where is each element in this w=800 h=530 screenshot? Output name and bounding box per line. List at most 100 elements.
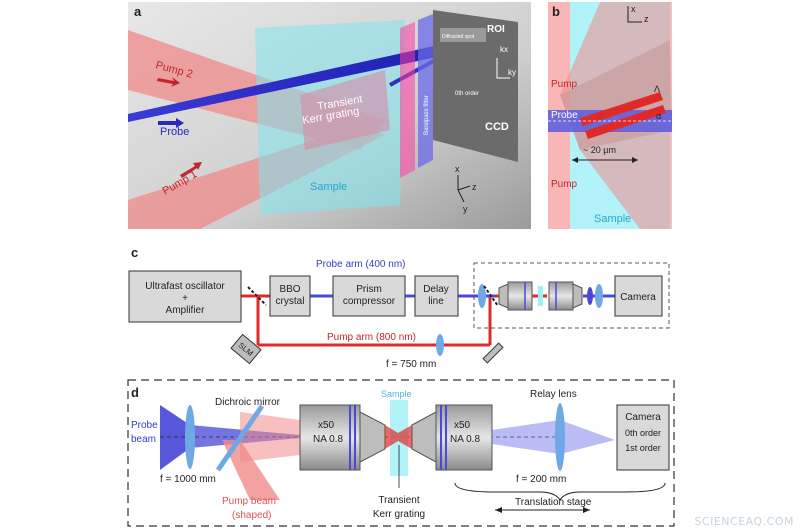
focus-cone-right — [398, 425, 412, 449]
obj2-label-2: NA 0.8 — [450, 434, 480, 445]
panel-a-letter: a — [134, 4, 142, 19]
oscillator-label-3: Amplifier — [166, 305, 206, 316]
sample-label-d: Sample — [381, 389, 412, 399]
focus-cone-left — [385, 425, 398, 449]
oscillator-label-1: Ultrafast oscillator — [145, 281, 225, 292]
fringe-2 — [585, 105, 666, 139]
objective-c-2-tip — [572, 283, 583, 309]
scale-label: ~ 20 µm — [583, 145, 616, 155]
ccd-label: CCD — [485, 121, 509, 133]
probe-beam-d — [160, 405, 190, 470]
bbo-box — [269, 275, 311, 317]
panel-d: d x50 NA 0.8 Sample x50 NA 0.8 Relay — [127, 379, 675, 527]
prism-label-2: compressor — [343, 296, 396, 307]
k-axes — [496, 58, 510, 79]
pump-shaped-d — [222, 440, 280, 500]
probe-beam-label-1: Probe — [131, 420, 158, 431]
camera-box-c — [614, 275, 663, 317]
prism-label-1: Prism — [356, 284, 382, 295]
pump-top-label: Pump — [551, 79, 578, 90]
panel-b-letter: b — [552, 4, 560, 19]
pump2-arrow — [157, 77, 180, 87]
stage-brace — [454, 482, 666, 501]
roi-label: ROI — [487, 24, 505, 35]
relay-lens-d — [555, 403, 565, 471]
lens-c-1 — [478, 284, 486, 308]
obj2-label-1: x50 — [454, 420, 471, 431]
order1-label: 1st order — [625, 443, 661, 453]
ky-label: ky — [508, 68, 516, 77]
kerr-label-1: Transient — [378, 495, 420, 506]
focal-1000-label: f = 1000 mm — [160, 474, 216, 485]
delay-label-1: Delay — [423, 284, 449, 295]
objective-d-1 — [299, 404, 361, 471]
lens-d-1000 — [185, 405, 195, 469]
panel-b: b x z Pump Pump Probe Λ α ~ 20 µm Sample — [548, 2, 672, 229]
diffracted-spot-label: Diffracted spot — [442, 34, 475, 40]
lambda-label: Λ — [654, 84, 660, 94]
kx-label: kx — [500, 45, 508, 54]
prism-box — [332, 275, 406, 317]
axis-z-b: z — [644, 14, 649, 24]
panel-c: c Ultrafast oscillator + Amplifier BBO c… — [128, 245, 670, 370]
pump-into-obj — [240, 412, 300, 462]
scale-arrow-left — [572, 157, 578, 163]
camera-box-d — [616, 404, 670, 471]
zero-order-label: 0th order — [455, 91, 479, 97]
objective-c-1-tip — [498, 283, 509, 309]
filter-c — [587, 287, 593, 305]
translation-stage-label: Translation stage — [515, 497, 592, 508]
diffracted-spot-box — [440, 28, 486, 42]
objective-d-2-tip — [411, 411, 437, 463]
axis-triad-a — [457, 175, 471, 203]
setup-dashed-box — [473, 262, 670, 329]
lens-c-750 — [436, 334, 444, 356]
stage-arrow-right — [583, 507, 590, 513]
oscillator-label-2: + — [182, 293, 188, 304]
objective-d-1-tip — [359, 411, 386, 463]
focal-200-label: f = 200 mm — [516, 474, 566, 485]
relay-beam-in — [492, 420, 560, 454]
filter-label: Bandpass filter — [424, 95, 430, 135]
kerr-grating — [300, 70, 390, 150]
ccd-plate — [433, 10, 518, 162]
slm-box — [230, 333, 262, 365]
bbo-label-1: BBO — [279, 284, 300, 295]
objective-c-2 — [548, 281, 574, 311]
objective-c-1 — [507, 281, 533, 311]
focal-750-label: f = 750 mm — [386, 359, 436, 370]
dichroic-mirror-d — [215, 404, 265, 472]
panel-c-letter: c — [131, 245, 138, 260]
probe-beam-label-2: beam — [131, 434, 156, 445]
pump-beam-label-1: Pump beam — [222, 496, 276, 507]
lens-c-2 — [595, 284, 603, 308]
objective-d-2 — [435, 404, 493, 471]
probe-arm-label: Probe arm (400 nm) — [316, 259, 405, 270]
axis-z-a: z — [472, 182, 477, 192]
panel-d-letter: d — [131, 385, 139, 400]
pink-plate — [400, 22, 415, 178]
scale-arrow-right — [632, 157, 638, 163]
bandpass-filter — [418, 14, 433, 168]
delay-label-2: line — [428, 296, 444, 307]
beamsplitter-c — [247, 286, 267, 306]
pump1-arrow — [180, 162, 202, 178]
delay-box — [414, 275, 459, 317]
axis-x-b: x — [631, 4, 636, 14]
camera-label-c: Camera — [620, 292, 656, 303]
probe-beam — [128, 38, 470, 122]
watermark: SCIENCEAQ.COM — [694, 515, 794, 528]
relay-beam-out — [560, 420, 615, 454]
fringe-1 — [580, 92, 663, 126]
sample-label-b: Sample — [594, 213, 631, 225]
axis-x-a: x — [455, 164, 460, 174]
kerr-label-2: Kerr grating — [373, 509, 425, 520]
relay-lens-label: Relay lens — [530, 389, 577, 400]
panel-d-frame — [127, 379, 675, 527]
probe-arrow — [158, 118, 184, 128]
mirror-c — [482, 342, 504, 364]
camera-label-d: Camera — [625, 412, 661, 423]
order0-label: 0th order — [625, 428, 661, 438]
probe-label-b: Probe — [551, 110, 578, 121]
